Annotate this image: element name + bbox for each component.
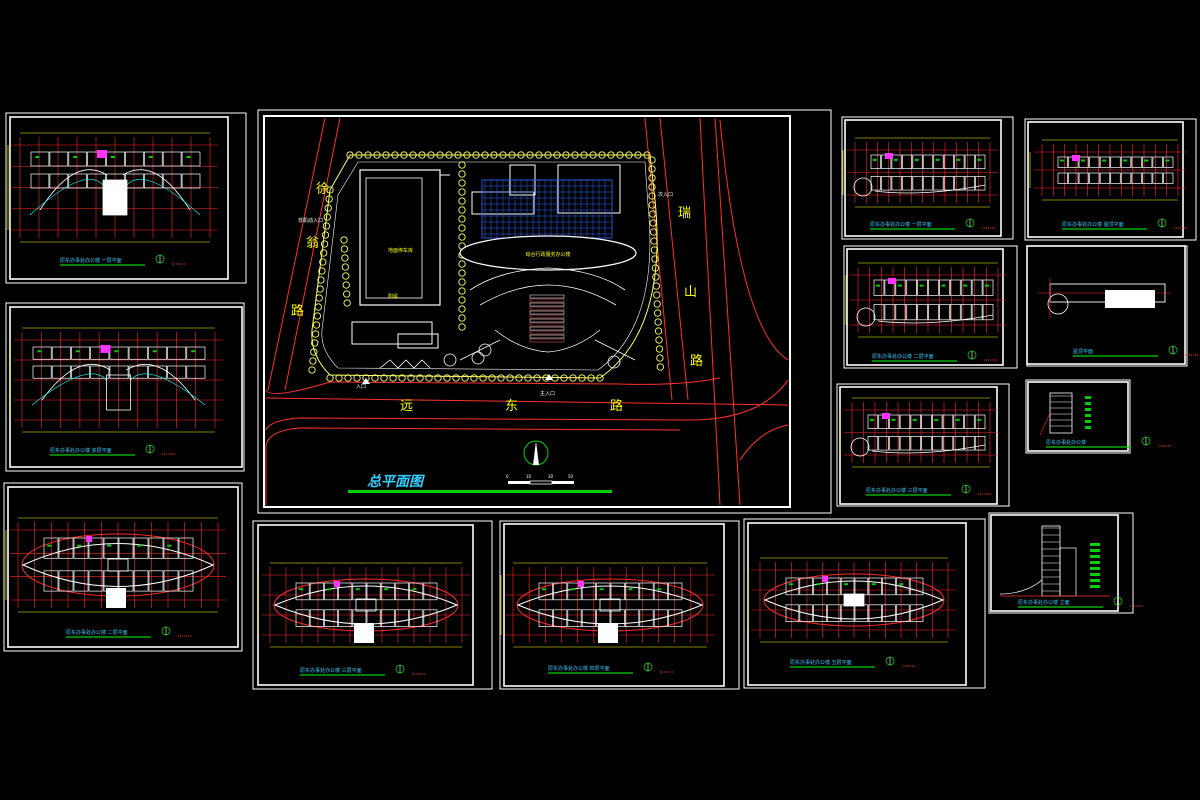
- road-label-dong: 东: [505, 399, 518, 414]
- scale-label-0: 0: [506, 474, 509, 479]
- floor-plan: [500, 562, 715, 648]
- north-arrow-icon: [961, 484, 971, 494]
- north-arrow-icon: [395, 664, 405, 674]
- floor-plan: [999, 525, 1110, 597]
- main-entrance-arrow-icon: [545, 374, 553, 380]
- north-arrow-icon: [1141, 436, 1151, 446]
- sheet-s11: 原东办事处办公楼 三层平面: [836, 383, 1010, 507]
- sheet-s1: 原东办事处办公楼 一层平面: [5, 112, 247, 284]
- road-label-shan-1: 瑞: [678, 206, 691, 221]
- sheet-s7: 原东办事处办公楼 一层平面: [841, 116, 1014, 240]
- floor-plan: [839, 397, 998, 468]
- sheet-title: 原东办事处办公楼 夹层平面: [50, 447, 112, 454]
- sheet-title: 原东办事处办公楼 一层平面: [60, 257, 122, 264]
- sheet-s12: 原东办事处办公楼: [1025, 379, 1172, 454]
- road-label-xu-2: 翁: [306, 236, 319, 251]
- floor-plan: [257, 562, 470, 648]
- annex-label: 附属: [388, 293, 398, 300]
- sheet-title: 原东办事处办公楼: [1046, 439, 1086, 446]
- scale-label-50: 50: [568, 474, 574, 479]
- sheet-title: 原东办事处办公楼 二层平面: [66, 629, 128, 636]
- north-arrow-icon: [1157, 218, 1167, 228]
- north-arrow-icon: [1168, 345, 1178, 355]
- north-arrow-icon: [967, 350, 977, 360]
- parking-building: 地面停车库 附属: [359, 169, 450, 306]
- floor-plan: [747, 557, 956, 643]
- scale-bar: 0 10 30 50: [506, 474, 574, 485]
- sheet-s5: 原东办事处办公楼 四层平面: [499, 520, 740, 690]
- floor-plan: [1039, 392, 1091, 436]
- scale-label-10: 10: [526, 474, 532, 479]
- north-arrow-icon: [161, 626, 171, 636]
- sheet-s8: 原东办事处办公楼 屋顶平面: [1024, 118, 1197, 241]
- sheet-s3: 原东办事处办公楼 二层平面: [3, 482, 243, 652]
- site-trees: [308, 151, 664, 382]
- office-building-label: 综合行政服务办公楼: [525, 251, 570, 258]
- entry-steps: [529, 294, 565, 343]
- floor-plan: [842, 137, 998, 208]
- sheet-title: 原东办事处办公楼 三层平面: [300, 667, 362, 674]
- atrium-grid: [482, 179, 612, 238]
- scale-label-30: 30: [548, 474, 554, 479]
- sheet-s2: 原东办事处办公楼 夹层平面: [5, 302, 245, 472]
- floor-plan: [9, 327, 223, 433]
- sheet-title: 原东办事处办公楼 二层平面: [872, 353, 934, 360]
- north-arrow-icon: [1113, 596, 1123, 606]
- site-plan-sheet: 地面停车库 附属 综合行政服务办公楼 徐 翁: [257, 109, 832, 514]
- floor-plan: [7, 132, 218, 243]
- north-arrow-icon: [885, 656, 895, 666]
- entrance-labels: 主入口 入口 次入口 非机动入口: [298, 191, 673, 397]
- sheet-s13: 原东办事处办公楼 立面: [988, 512, 1144, 614]
- road-label-xu-1: 徐: [316, 182, 329, 197]
- sheet-title: 原东办事处办公楼 五层平面: [790, 659, 852, 666]
- sheet-title: 屋顶平面: [1073, 349, 1093, 355]
- site-roads: [265, 117, 789, 506]
- floor-plan: [1038, 278, 1171, 318]
- north-arrow-icon: [643, 662, 653, 672]
- road-label-lu: 路: [610, 398, 623, 414]
- side-entrance-label: 入口: [356, 384, 366, 390]
- north-arrow-icon: [965, 218, 975, 228]
- floor-plan: [845, 262, 1006, 338]
- north-arrow-icon: [155, 254, 165, 264]
- side-entrance-arrow-icon: [362, 378, 370, 384]
- floor-plan: [1029, 139, 1186, 201]
- road-label-yuan: 远: [400, 399, 413, 414]
- sheet-s10: 屋顶平面: [1026, 245, 1199, 367]
- floor-plan: [5, 517, 226, 613]
- sheet-title: 原东办事处办公楼 立面: [1018, 599, 1070, 606]
- main-office-building: 综合行政服务办公楼: [459, 164, 637, 361]
- main-entrance-label: 主入口: [540, 390, 555, 397]
- annex-building: [351, 321, 439, 369]
- site-boundary: [311, 154, 658, 379]
- north-arrow-icon: [523, 440, 549, 466]
- road-label-shan-3: 路: [690, 353, 703, 369]
- parking-label: 地面停车库: [388, 247, 413, 254]
- title-underline: [348, 490, 612, 493]
- sheet-title: 原东办事处办公楼 一层平面: [870, 221, 932, 228]
- sheet-title: 原东办事处办公楼 屋顶平面: [1062, 221, 1124, 228]
- site-plan-title: 总平面图: [367, 473, 425, 490]
- sheet-title: 原东办事处办公楼 三层平面: [866, 487, 928, 494]
- sheet-s4: 原东办事处办公楼 三层平面: [252, 520, 493, 690]
- secondary-entrance-label: 次入口: [658, 191, 673, 198]
- road-labels: 徐 翁 路 远 东 路 瑞 山 路: [291, 182, 703, 414]
- road-label-shan-2: 山: [684, 285, 697, 300]
- sheet-title: 原东办事处办公楼 四层平面: [548, 665, 610, 672]
- north-arrow-icon: [145, 444, 155, 454]
- sheet-s6: 原东办事处办公楼 五层平面: [743, 518, 986, 689]
- sheet-s9: 原东办事处办公楼 二层平面: [843, 245, 1018, 369]
- left-entrance-label: 非机动入口: [298, 217, 323, 224]
- road-label-xu-3: 路: [291, 303, 304, 319]
